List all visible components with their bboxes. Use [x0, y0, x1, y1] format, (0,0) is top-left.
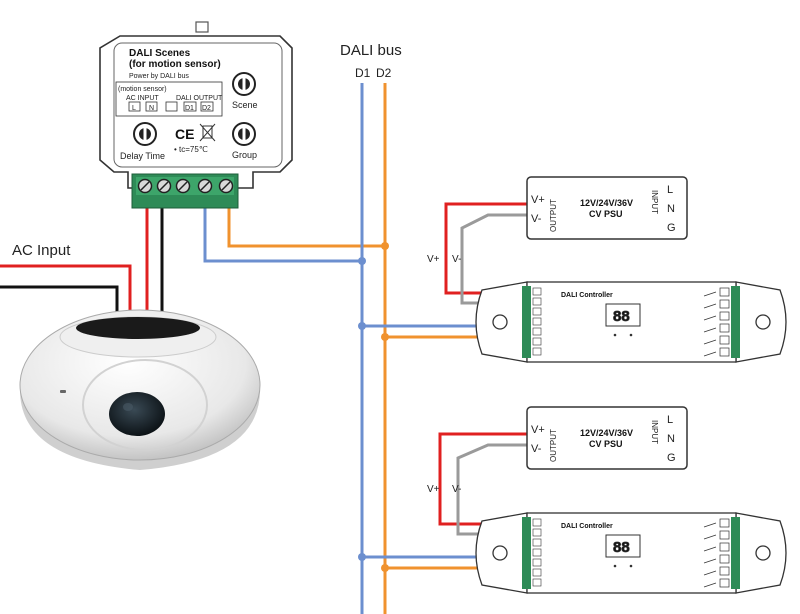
term-d1: D1: [185, 105, 194, 112]
mount-hole: [492, 314, 508, 330]
scene-dial-label: Scene: [232, 100, 258, 110]
mount-hole: [492, 545, 508, 561]
wire-label-vminus-1: V-: [452, 254, 461, 265]
psu-2: V+ V- OUTPUT 12V/24V/36V CV PSU INPUT L …: [526, 406, 688, 470]
psu1-g: G: [667, 222, 676, 234]
bus-title: DALI bus: [340, 42, 402, 59]
ac-input-terminal-label: AC INPUT: [126, 95, 159, 102]
term-d2: D2: [202, 105, 211, 112]
controller1-display-value: 88: [613, 308, 630, 325]
tc-rating: • tc=75℃: [174, 145, 208, 154]
group-dial[interactable]: [232, 122, 256, 146]
scene-module: DALI Scenes (for motion sensor) Power by…: [99, 21, 293, 209]
sensor-label: (motion sensor): [118, 86, 167, 93]
controller2-output-terminals: [703, 518, 730, 588]
term-l: L: [132, 105, 136, 112]
delay-time-dial[interactable]: [133, 122, 157, 146]
module-terminal-block: [131, 173, 239, 209]
controller1-output-terminals: [703, 287, 730, 357]
group-dial-label: Group: [232, 150, 257, 160]
terminal-screw: [156, 178, 172, 194]
scene-dial[interactable]: [232, 72, 256, 96]
terminal-screw: [175, 178, 191, 194]
psu2-type: CV PSU: [589, 439, 623, 449]
psu1-l: L: [667, 184, 673, 196]
junction-dot: [381, 242, 389, 250]
psu2-vminus: V-: [531, 443, 542, 455]
psu2-l: L: [667, 414, 673, 426]
module-title: DALI Scenes: [129, 48, 191, 59]
psu1-vminus: V-: [531, 213, 542, 225]
psu1-model: 12V/24V/36V: [580, 198, 633, 208]
psu-1: V+ V- OUTPUT 12V/24V/36V CV PSU INPUT L …: [526, 176, 688, 240]
bus-d1-label: D1: [355, 66, 371, 80]
terminal-screw: [197, 178, 213, 194]
controller1-title: DALI Controller: [561, 292, 613, 299]
junction-dot: [358, 553, 366, 561]
junction-dot: [358, 322, 366, 330]
psu1-input: INPUT: [650, 190, 659, 214]
psu2-g: G: [667, 452, 676, 464]
psu2-n: N: [667, 433, 675, 445]
dali-output-terminal-label: DALI OUTPUT: [176, 95, 223, 102]
psu2-input: INPUT: [650, 420, 659, 444]
psu1-type: CV PSU: [589, 209, 623, 219]
module-power-note: Power by DALI bus: [129, 73, 189, 80]
weee-bin-icon: [199, 123, 216, 142]
motion-sensor: [19, 309, 261, 470]
bus-junctions: [358, 242, 389, 572]
controller2-display-value: 88: [613, 539, 630, 556]
junction-dot: [381, 333, 389, 341]
wire-label-vminus-2: V-: [452, 484, 461, 495]
controller2-title: DALI Controller: [561, 523, 613, 530]
wire-label-vplus-1: V+: [427, 254, 440, 265]
psu2-vplus: V+: [531, 424, 545, 436]
terminal-screw: [218, 178, 234, 194]
wire-label-vplus-2: V+: [427, 484, 440, 495]
psu2-model: 12V/24V/36V: [580, 428, 633, 438]
terminal-screw: [137, 178, 153, 194]
ac-input-label: AC Input: [12, 242, 71, 259]
junction-dot: [358, 257, 366, 265]
ac-input-wires: [0, 208, 164, 316]
controller1-display: [605, 303, 641, 327]
module-bus-wires: [203, 208, 385, 263]
psu1-n: N: [667, 203, 675, 215]
term-n: N: [149, 105, 154, 112]
junction-dot: [381, 564, 389, 572]
mount-hole: [755, 545, 771, 561]
mount-hole: [755, 314, 771, 330]
sensor-lens: [109, 392, 165, 436]
ce-mark: CE: [175, 126, 194, 142]
bus-d2-label: D2: [376, 66, 392, 80]
psu1-vplus: V+: [531, 194, 545, 206]
psu2-output: OUTPUT: [549, 429, 558, 462]
dali-controller-2: DALI Controller 88: [475, 512, 787, 594]
delay-time-label: Delay Time: [120, 151, 165, 161]
dali-controller-1: DALI Controller 88: [475, 281, 787, 363]
controller2-display: [605, 534, 641, 558]
psu1-output: OUTPUT: [549, 199, 558, 232]
module-subtitle: (for motion sensor): [129, 59, 221, 70]
